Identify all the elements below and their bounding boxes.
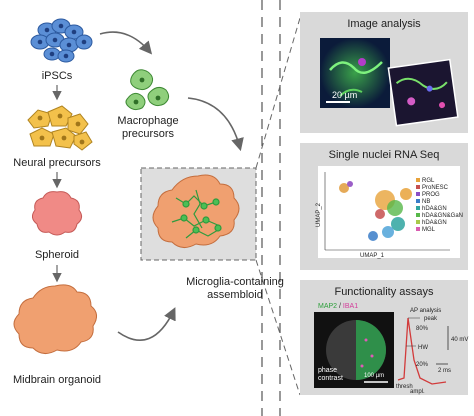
ap-thresh-label: thresh bbox=[396, 384, 413, 390]
neural-precursor-cells bbox=[27, 105, 93, 151]
stain-map2: MAP2 bbox=[318, 303, 337, 310]
stain-iba1: IBA1 bbox=[343, 303, 358, 310]
image-scale-label: 20 µm bbox=[332, 90, 357, 100]
macrophage-cells bbox=[125, 69, 170, 111]
stain-label: MAP2 / IBA1 bbox=[318, 303, 358, 310]
macrophage-label-line2: precursors bbox=[122, 128, 174, 140]
ap-analysis-label: AP analysis bbox=[410, 308, 441, 314]
umap-clusters bbox=[339, 181, 412, 241]
ipsc-cells bbox=[30, 18, 93, 63]
spheroid-shape bbox=[31, 191, 83, 236]
legend-item: PROG bbox=[422, 192, 440, 198]
rnaseq-title: Single nuclei RNA Seq bbox=[329, 149, 440, 161]
ap-peak-label: peak bbox=[424, 316, 438, 322]
spheroid-label: Spheroid bbox=[35, 249, 79, 261]
ap-mv-scale: 40 mV bbox=[451, 337, 468, 343]
phase-label-line1: phase bbox=[318, 367, 337, 374]
midbrain-organoid-shape bbox=[13, 284, 97, 354]
assembloid-label-line1: Microglia-containing bbox=[186, 276, 284, 288]
ap-20-label: 20% bbox=[416, 362, 429, 368]
microglia-cells bbox=[171, 189, 222, 239]
legend-item: hDA&GN bbox=[422, 206, 447, 212]
legend-item: hDA&GN bbox=[422, 220, 447, 226]
phase-label-line2: contrast bbox=[318, 375, 343, 382]
legend-item: MGL bbox=[422, 227, 436, 233]
legend-item: NB bbox=[422, 199, 430, 205]
ap-80-label: 80% bbox=[416, 326, 429, 332]
ap-hw-label: HW bbox=[418, 345, 428, 351]
ipscs-label: iPSCs bbox=[42, 70, 73, 82]
legend-item: RGL bbox=[422, 178, 435, 184]
umap-xlabel: UMAP_1 bbox=[360, 253, 385, 259]
phase-scale-label: 100 µm bbox=[364, 373, 384, 379]
umap-legend: RGL ProNESC PROG NB hDA&GN hDA&GN&GaN hD… bbox=[416, 178, 463, 233]
umap-ylabel: UMAP_2 bbox=[316, 202, 322, 227]
microscopy-image-1 bbox=[320, 38, 390, 108]
ap-ms-scale: 2 ms bbox=[438, 368, 451, 374]
midbrain-organoid-label: Midbrain organoid bbox=[13, 374, 101, 386]
legend-item: hDA&GN&GaN bbox=[422, 213, 463, 219]
microscopy-image-2 bbox=[387, 58, 459, 127]
assembloid-label-line2: assembloid bbox=[207, 289, 263, 301]
ap-ampl-label: ampl. bbox=[410, 389, 425, 395]
functionality-title: Functionality assays bbox=[334, 286, 434, 298]
action-potential-trace bbox=[397, 317, 447, 385]
image-analysis-title: Image analysis bbox=[347, 18, 421, 30]
neural-precursors-label: Neural precursors bbox=[13, 157, 101, 169]
legend-item: ProNESC bbox=[422, 185, 449, 191]
macrophage-label-line1: Macrophage bbox=[117, 115, 178, 127]
stain-separator: / bbox=[337, 303, 343, 310]
